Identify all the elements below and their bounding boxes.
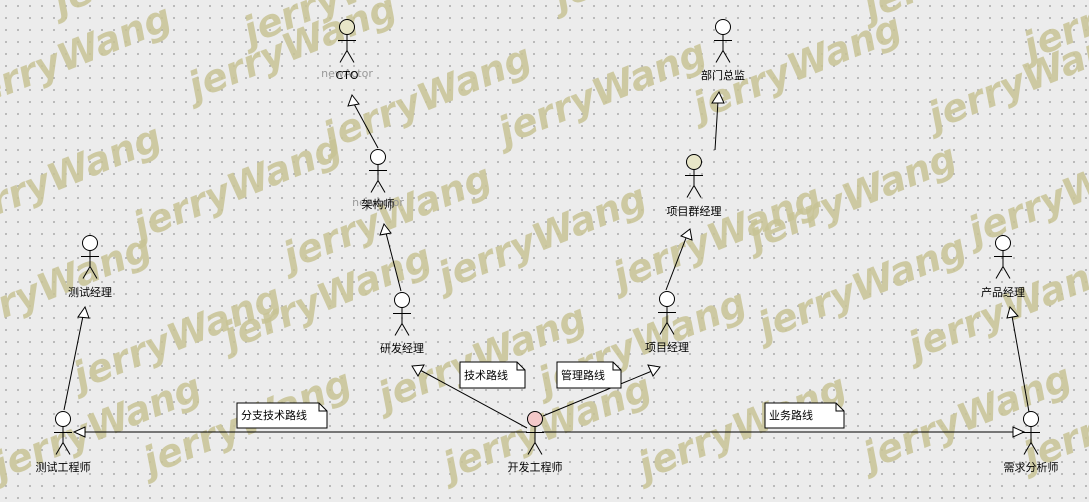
actor-body xyxy=(685,169,703,198)
actor-head xyxy=(394,292,410,308)
actor-analyst[interactable]: 需求分析师 xyxy=(1004,411,1059,475)
actor-head xyxy=(339,19,355,35)
actor-label: 部门总监 xyxy=(701,68,745,82)
actor-head xyxy=(1023,411,1039,427)
actor-body xyxy=(54,426,72,455)
actor-ghost-label: newActor xyxy=(352,196,404,209)
actor-label: 架构师 xyxy=(362,197,395,211)
note-text: 技术路线 xyxy=(464,368,508,382)
actor-ghost-label: newActor xyxy=(321,67,373,80)
actor-head xyxy=(527,411,543,427)
generalization-line xyxy=(665,237,687,291)
actor-label: CTO xyxy=(335,69,358,82)
actor-body xyxy=(994,250,1012,279)
generalization-arrowhead xyxy=(379,222,392,236)
generalization-line xyxy=(419,369,528,429)
generalization-line xyxy=(353,103,379,149)
note-branch-tech-route[interactable]: 分支技术路线 xyxy=(236,402,328,429)
actor-label: 项目经理 xyxy=(645,341,689,354)
generalization-lines xyxy=(63,90,1030,438)
actor-head xyxy=(715,19,731,35)
actor-body xyxy=(393,307,411,336)
actor-label: 测试经理 xyxy=(68,286,112,299)
note-business-route[interactable]: 业务路线 xyxy=(764,402,845,429)
actor-body xyxy=(369,164,387,193)
actor-body xyxy=(338,34,356,63)
watermark-text: jerryWang xyxy=(0,0,178,120)
generalization-line xyxy=(542,370,653,417)
actor-label: 项目群经理 xyxy=(667,204,722,218)
generalization-arrowhead xyxy=(1012,426,1026,438)
actor-head xyxy=(659,291,675,307)
watermark-text: jerryWang xyxy=(957,130,1089,255)
actor-label: 开发工程师 xyxy=(508,460,563,474)
watermark-text: jerryWang xyxy=(542,0,767,20)
actor-program-manager[interactable]: 项目群经理 xyxy=(667,154,722,219)
generalization-line xyxy=(63,315,84,411)
actor-head xyxy=(82,235,98,251)
actor-label: 产品经理 xyxy=(981,285,1025,299)
actor-head xyxy=(55,411,71,427)
actor-body xyxy=(526,426,544,455)
actor-dept-director[interactable]: 部门总监 xyxy=(701,19,745,83)
generalization-arrowhead xyxy=(679,228,693,241)
actor-test-manager[interactable]: 测试经理 xyxy=(68,235,112,300)
generalization-arrowhead xyxy=(77,305,90,319)
generalization-line xyxy=(1011,315,1030,413)
actor-label: 测试工程师 xyxy=(36,461,91,474)
generalization-line xyxy=(385,232,402,292)
note-tech-route[interactable]: 技术路线 xyxy=(459,361,526,389)
generalization-arrowhead xyxy=(711,90,725,104)
actor-label: 研发经理 xyxy=(380,341,424,355)
actor-label: 需求分析师 xyxy=(1004,460,1059,474)
actor-body xyxy=(81,250,99,279)
generalization-arrowhead xyxy=(411,364,425,378)
actor-head xyxy=(995,235,1011,251)
note-text: 业务路线 xyxy=(769,408,813,422)
actor-body xyxy=(658,306,676,335)
actor-body xyxy=(714,34,732,63)
note-text: 分支技术路线 xyxy=(241,408,307,422)
generalization-arrowhead xyxy=(647,364,661,377)
actor-rd-manager[interactable]: 研发经理 xyxy=(380,292,424,356)
actor-body xyxy=(1022,426,1040,455)
generalization-arrowhead xyxy=(72,426,86,438)
actor-product-manager[interactable]: 产品经理 xyxy=(981,235,1025,300)
generalization-arrowhead xyxy=(1006,305,1019,319)
note-text: 管理路线 xyxy=(561,368,605,382)
actor-developer[interactable]: 开发工程师 xyxy=(508,411,563,475)
generalization-line xyxy=(714,100,719,151)
generalization-arrowhead xyxy=(347,93,360,107)
note-mgmt-route[interactable]: 管理路线 xyxy=(556,361,622,389)
actor-head xyxy=(686,154,702,170)
actor-project-manager[interactable]: 项目经理 xyxy=(645,291,689,355)
actor-tester[interactable]: 测试工程师 xyxy=(36,411,91,475)
actor-head xyxy=(370,149,386,165)
